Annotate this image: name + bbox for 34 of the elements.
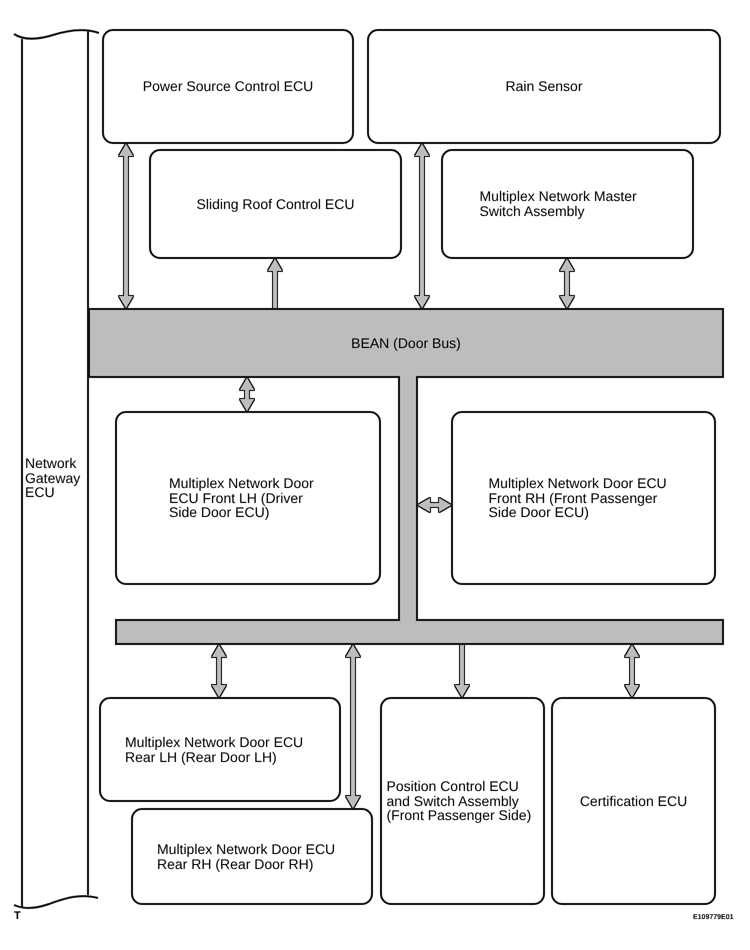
module-box — [551, 697, 716, 905]
double-headed-arrow — [415, 144, 429, 308]
double-headed-arrow — [346, 645, 360, 808]
figure-letter: T — [14, 910, 21, 922]
double-headed-arrow — [240, 378, 254, 411]
module-box — [131, 808, 373, 905]
node-label: Multiplex Network Door ECU Rear LH (Rear Door LH) — [125, 734, 304, 764]
node-label: BEAN (Door Bus) — [351, 336, 461, 350]
node-label: Power Source Control ECU — [142, 79, 314, 94]
arrow — [455, 645, 469, 697]
double-headed-arrow — [560, 259, 574, 308]
double-headed-arrow — [212, 645, 226, 697]
module-box — [441, 149, 694, 259]
module-box — [99, 697, 341, 802]
module-box — [149, 149, 402, 259]
module-box — [102, 29, 354, 144]
node-label: Sliding Roof Control ECU — [196, 196, 354, 212]
module-box — [367, 29, 721, 144]
bus-bar — [88, 308, 724, 646]
arrow — [268, 259, 282, 308]
node-label: Network Gateway ECU — [25, 456, 82, 500]
module-box — [380, 697, 545, 905]
node-label: Position Control ECU and Switch Assembly (Front Passenger Side) — [386, 778, 532, 824]
module-box — [115, 411, 381, 585]
node-label: Multiplex Network Master Switch Assembly — [480, 189, 638, 219]
double-headed-arrow — [418, 498, 451, 512]
node-label: Multiplex Network Door ECU Front RH (Front Passenger Side Door ECU) — [488, 476, 668, 520]
node-label: Multiplex Network Door ECU Rear RH (Rear Door RH) — [157, 842, 336, 872]
module-box — [451, 411, 716, 585]
node-label: Rain Sensor — [505, 79, 583, 94]
double-headed-arrow — [119, 144, 133, 308]
node-label: Certification ECU — [580, 794, 688, 808]
node-label: Multiplex Network Door ECU Front LH (Driver Side Door ECU) — [169, 476, 315, 520]
double-headed-arrow — [625, 645, 639, 697]
